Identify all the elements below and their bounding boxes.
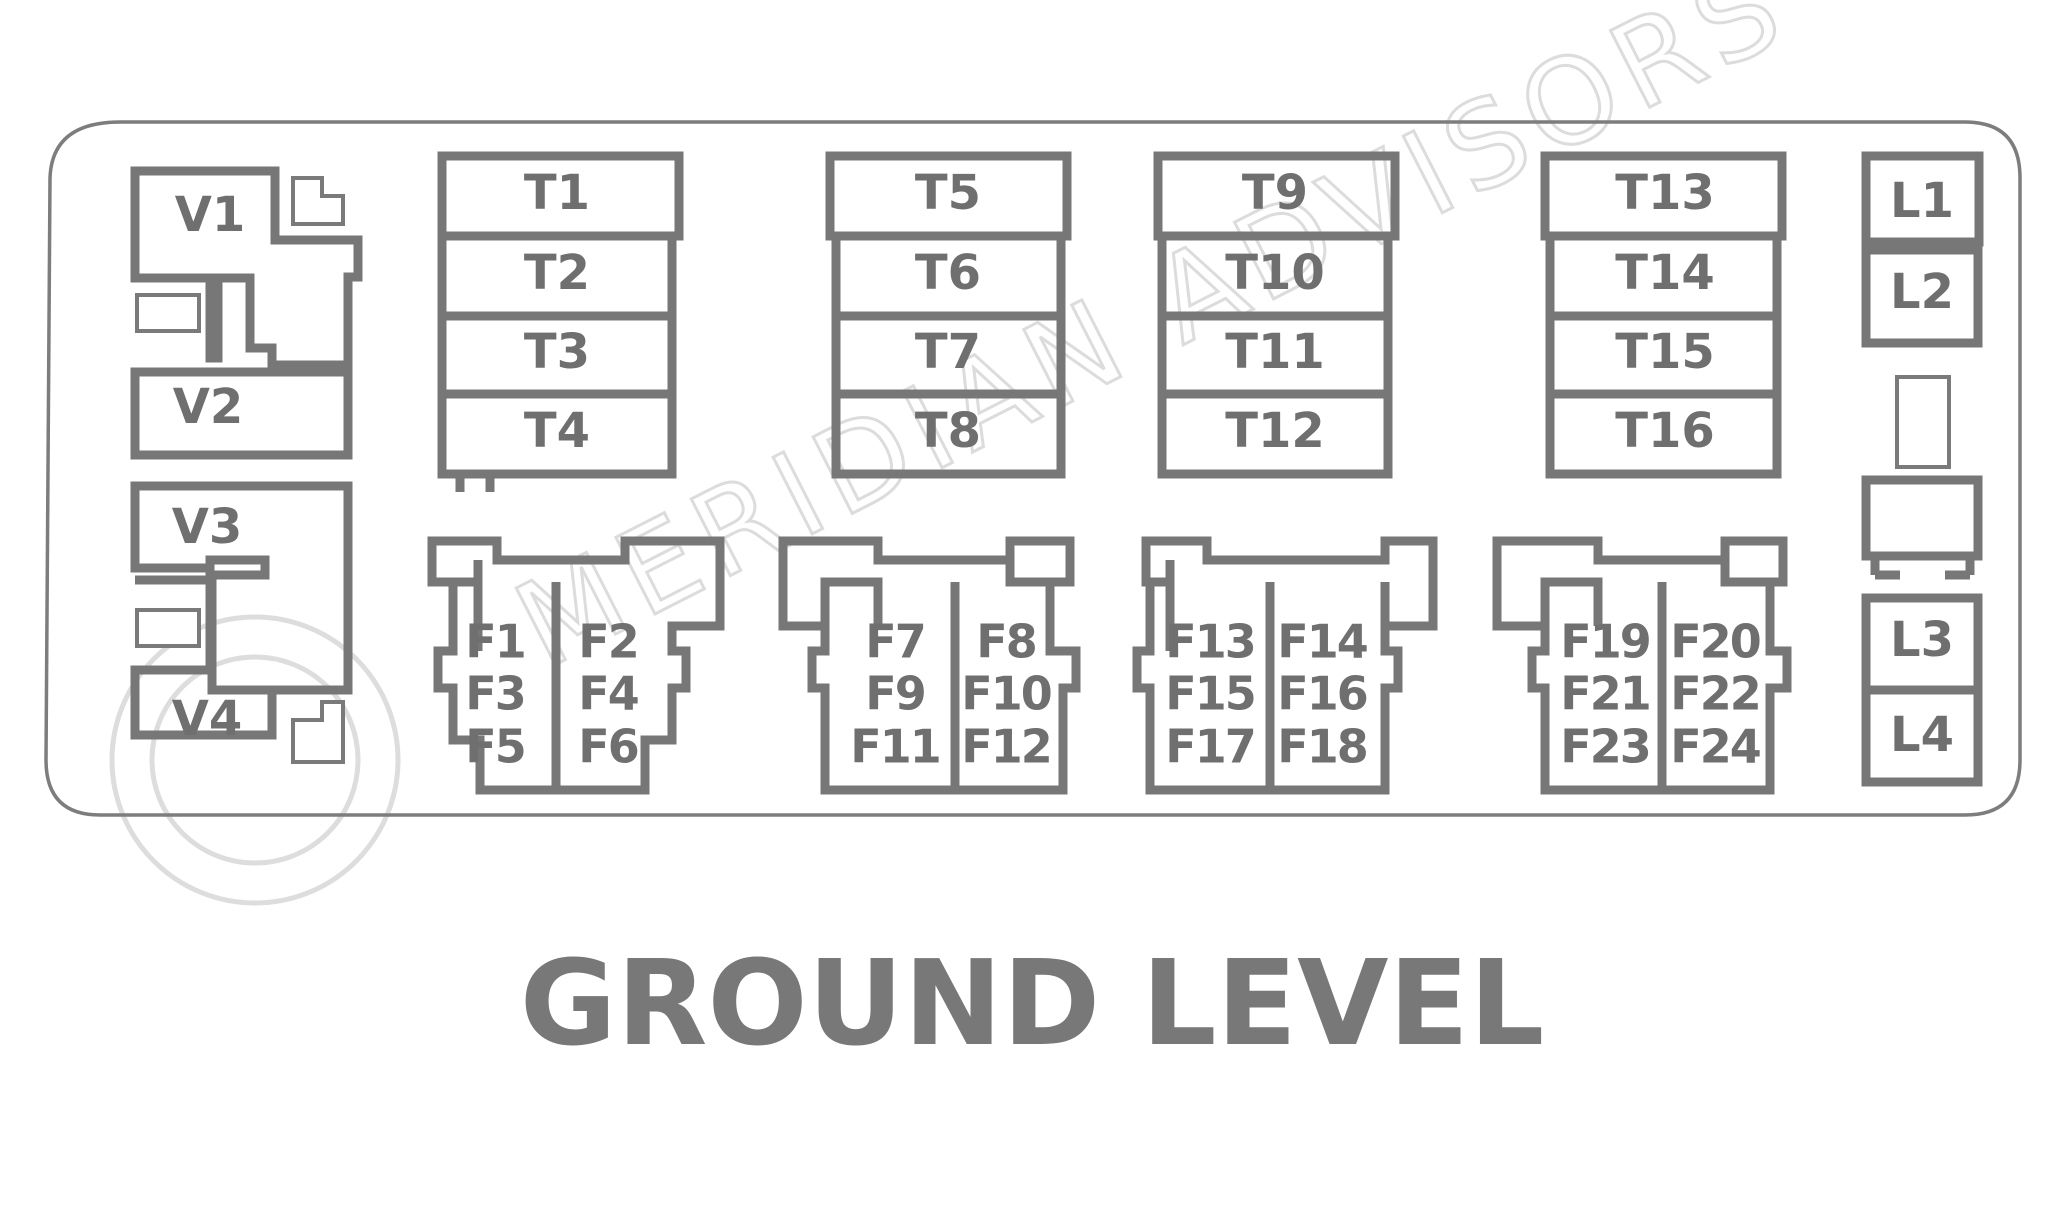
stair-icon <box>291 176 345 226</box>
unit-t3-label: T3 <box>524 324 590 380</box>
page-title: GROUND LEVEL <box>520 934 1545 1072</box>
unit-group-v: V1 V2 V3 V4 <box>130 166 363 764</box>
unit-group-f19-f24: F19 F20 F21 F22 F23 F24 <box>1492 536 1792 795</box>
unit-f6-label: F6 <box>578 720 637 774</box>
f-cluster-divider <box>1540 577 1667 790</box>
f-cluster-divider <box>820 577 960 790</box>
unit-t8-label: T8 <box>915 403 981 459</box>
unit-f18-label: F18 <box>1277 720 1366 774</box>
unit-f13-label: F13 <box>1165 615 1254 669</box>
unit-t6-label: T6 <box>915 245 981 301</box>
f-cluster-divider <box>1165 582 1390 790</box>
unit-f12-label: F12 <box>961 720 1050 774</box>
unit-t1-label: T1 <box>524 165 590 221</box>
opening-icon <box>1895 375 1951 469</box>
unit-t2-label: T2 <box>524 245 590 301</box>
unit-f20-label: F20 <box>1670 615 1759 669</box>
unit-t13-label: T13 <box>1615 165 1715 221</box>
opening-icon <box>135 293 201 333</box>
unit-v3-label: V3 <box>172 499 243 555</box>
stair-icon <box>291 700 345 764</box>
unit-t16-label: T16 <box>1615 403 1715 459</box>
unit-group-t13-t16: T13 T14 T15 T16 <box>1540 151 1787 479</box>
unit-f24-label: F24 <box>1670 720 1759 774</box>
unit-f8-label: F8 <box>976 615 1035 669</box>
unit-f16-label: F16 <box>1277 667 1366 721</box>
unit-t15-label: T15 <box>1615 324 1715 380</box>
unit-v1-label: V1 <box>175 187 246 243</box>
unit-f3-label: F3 <box>465 667 524 721</box>
service-connector <box>1870 556 1975 580</box>
unit-t4-label: T4 <box>524 403 590 459</box>
unit-v4-label: V4 <box>172 691 243 747</box>
unit-f1-label: F1 <box>465 615 524 669</box>
unit-f2-label: F2 <box>578 615 637 669</box>
unit-t11-label: T11 <box>1225 324 1325 380</box>
unit-t12-label: T12 <box>1225 403 1325 459</box>
unit-group-f7-f12: F7 F8 F9 F10 F11 F12 <box>778 536 1081 795</box>
unit-f14-label: F14 <box>1277 615 1366 669</box>
unit-f22-label: F22 <box>1670 667 1759 721</box>
unit-t9-label: T9 <box>1242 165 1308 221</box>
unit-f10-label: F10 <box>961 667 1050 721</box>
unit-l2-label: L2 <box>1890 264 1954 320</box>
unit-t5-label: T5 <box>915 165 981 221</box>
unit-group-t1-t4: T1 T2 T3 T4 <box>437 151 684 492</box>
unit-v2-label: V2 <box>173 379 244 435</box>
building-outline <box>44 120 2022 817</box>
unit-group-f13-f18: F13 F14 F15 F16 F17 F18 <box>1132 536 1438 795</box>
unit-v3-v4-divider <box>135 575 272 695</box>
opening-icon <box>135 608 201 648</box>
unit-f7-label: F7 <box>865 615 924 669</box>
unit-f19-label: F19 <box>1560 615 1649 669</box>
unit-f21-label: F21 <box>1560 667 1649 721</box>
unit-f17-label: F17 <box>1165 720 1254 774</box>
f-cluster-divider <box>473 582 561 790</box>
unit-group-t9-t12: T9 T10 T11 T12 <box>1153 151 1400 479</box>
watermark-seal-inner <box>149 654 361 866</box>
unit-f23-label: F23 <box>1560 720 1649 774</box>
t-tower-base <box>455 474 495 492</box>
unit-t7-label: T7 <box>915 324 981 380</box>
unit-f15-label: F15 <box>1165 667 1254 721</box>
unit-f4-label: F4 <box>578 667 637 721</box>
unit-f11-label: F11 <box>850 720 939 774</box>
unit-t10-label: T10 <box>1225 245 1325 301</box>
unit-f9-label: F9 <box>865 667 924 721</box>
service-room <box>1861 475 1983 561</box>
unit-group-t5-t8: T5 T6 T7 T8 <box>825 151 1072 479</box>
unit-t14-label: T14 <box>1615 245 1715 301</box>
unit-v1-v2-block <box>130 166 363 460</box>
unit-l3-label: L3 <box>1890 612 1954 668</box>
unit-l4-label: L4 <box>1890 707 1954 763</box>
unit-group-f1-f6: F1 F2 F3 F4 F5 F6 <box>427 536 725 795</box>
unit-f5-label: F5 <box>465 720 524 774</box>
watermark-seal-outer <box>109 614 401 906</box>
unit-group-l: L1 L2 L3 L4 <box>1861 151 1984 787</box>
unit-l1-label: L1 <box>1890 173 1954 229</box>
